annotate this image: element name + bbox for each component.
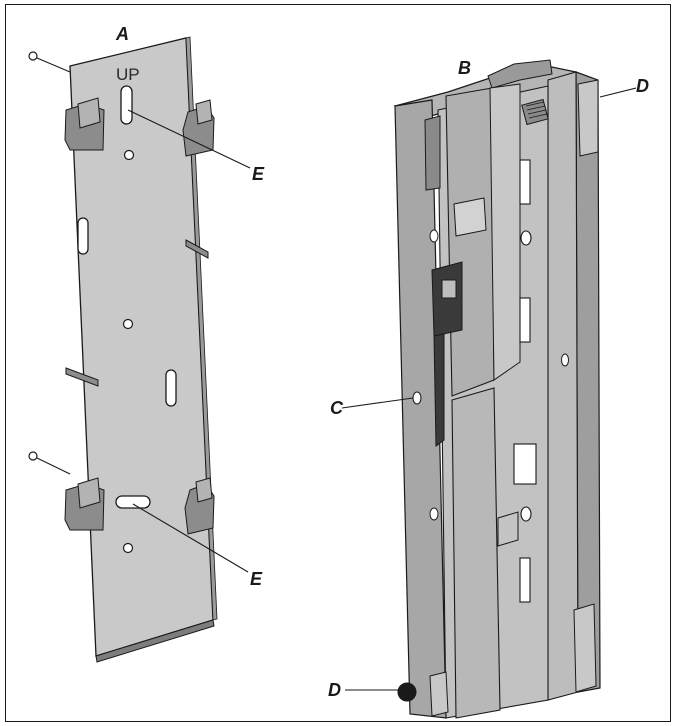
figure-frame (5, 4, 671, 722)
screw-bottom-left (28, 451, 71, 475)
latch-mechanism (431, 261, 463, 447)
rail-bottom-foot (429, 671, 449, 717)
plate-up-marking: UP (116, 65, 140, 84)
hole-c (412, 391, 422, 405)
hook-top-left (64, 97, 105, 151)
rail-upper-channel-face (489, 83, 521, 381)
hole-middle (122, 318, 134, 330)
rail-bracket-b (341, 59, 637, 719)
leader-e-bottom (132, 503, 249, 573)
rail-lower-tab (497, 511, 519, 547)
rail-hole-right (561, 353, 569, 367)
screw-top-left (28, 51, 71, 73)
rail-left-flange (424, 115, 441, 191)
side-tab-left (65, 367, 99, 387)
hole-lower (122, 542, 134, 554)
slot-top (120, 85, 133, 125)
rail-right-inner (547, 71, 579, 701)
label-d-bottom: D (328, 680, 341, 700)
rail-right-wall (575, 71, 601, 693)
adjustment-screw (521, 98, 549, 126)
slot-left-upper (77, 217, 89, 255)
rail-slot-1 (519, 159, 531, 205)
hook-bottom-right (184, 477, 215, 535)
hook-bottom-left (64, 477, 105, 531)
rail-square-block (453, 197, 487, 237)
leader-d-top (599, 87, 637, 98)
leader-c (341, 397, 414, 409)
label-e-top: E (252, 164, 265, 184)
rail-hole-left-2 (429, 507, 439, 521)
fixing-hole-d (397, 682, 417, 702)
rail-slot-2 (519, 297, 531, 343)
rail-hole-2 (520, 506, 532, 522)
rail-slot-4 (519, 557, 531, 603)
slot-right-lower (165, 369, 177, 407)
rail-lower-channel (451, 387, 501, 719)
rail-left-wall (394, 99, 447, 719)
rail-right-flange-top (577, 79, 599, 157)
label-d-top: D (636, 76, 649, 96)
label-part-a: A (115, 24, 129, 44)
rail-slot-3 (513, 443, 537, 485)
slot-bottom (115, 495, 151, 509)
rail-upper-channel (445, 87, 495, 397)
side-tab-right (185, 239, 209, 259)
wall-plate-side-edge (185, 36, 218, 621)
hole-upper (123, 149, 135, 161)
label-c: C (330, 398, 344, 418)
rail-hole-left-1 (429, 229, 439, 243)
rail-hole-1 (520, 230, 532, 246)
label-e-bottom: E (250, 569, 263, 589)
leader-e-top (127, 109, 251, 169)
rail-right-flange-bottom (573, 603, 597, 693)
wall-plate-edge (95, 619, 215, 663)
label-part-b: B (458, 58, 471, 78)
wall-plate-a: UP (28, 36, 251, 663)
